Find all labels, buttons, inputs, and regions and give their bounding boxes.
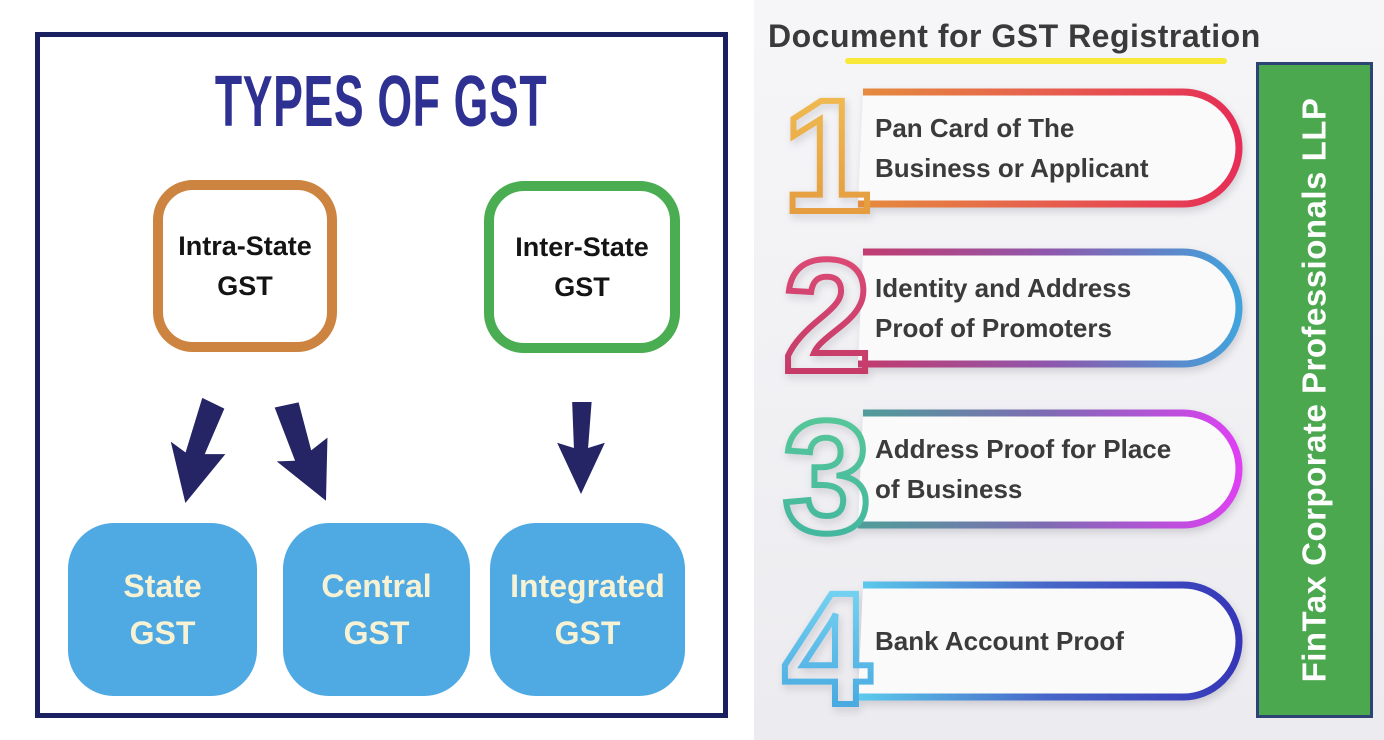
doc-item-2-shape: 2	[780, 244, 1243, 384]
item-number: 1	[783, 84, 872, 224]
item-pill-outline	[858, 248, 1243, 368]
item-pill-outline	[858, 409, 1243, 529]
doc-item-1: 1 Pan Card of The Business or Applicant	[763, 84, 1245, 224]
registration-title: Document for GST Registration	[768, 18, 1261, 54]
item-pill-outline	[858, 88, 1243, 208]
doc-item-4-shape: 4	[780, 577, 1243, 717]
item-label: Address Proof for Place of Business	[875, 433, 1172, 504]
item-label: Pan Card of The Business or Applicant	[875, 112, 1149, 183]
doc-item-2: 2 Identity and Address Proof of Promoter…	[763, 244, 1245, 384]
integrated-gst-box: Integrated GST	[490, 523, 685, 696]
item-pill-outline	[858, 581, 1243, 701]
intra-state-gst-label: Intra-State GST	[178, 230, 312, 302]
fintax-banner-label: FinTax Corporate Professionals LLP	[1295, 97, 1333, 683]
item-label: Bank Account Proof	[875, 625, 1124, 656]
types-of-gst-title-text: TYPES OF GST	[215, 62, 548, 142]
doc-item-1-shape: 1	[780, 84, 1243, 224]
inter-state-gst-box: Inter-State GST	[484, 181, 680, 353]
state-gst-box: State GST	[68, 523, 257, 696]
doc-item-3-shape: 3	[780, 405, 1243, 545]
inter-state-gst-label: Inter-State GST	[515, 231, 649, 303]
integrated-gst-label: Integrated GST	[510, 568, 665, 651]
intra-state-gst-box: Intra-State GST	[153, 180, 337, 352]
arrow-down-left-icon	[170, 397, 226, 503]
item-label: Identity and Address Proof of Promoters	[875, 272, 1132, 343]
doc-item-3: 3 Address Proof for Place of Business	[763, 405, 1245, 545]
doc-item-4: 4 Bank Account Proof	[763, 577, 1245, 717]
central-gst-label: Central GST	[321, 568, 432, 651]
arrow-down-right-icon	[274, 402, 328, 501]
arrow-down-icon	[557, 402, 605, 494]
types-of-gst-diagram: TYPES OF GST Intra-State GST Inter-State…	[35, 32, 728, 718]
title-underline	[845, 58, 1227, 64]
item-number: 3	[783, 405, 872, 545]
item-number: 2	[783, 244, 872, 384]
central-gst-box: Central GST	[283, 523, 470, 696]
state-gst-label: State GST	[123, 568, 202, 651]
fintax-banner: FinTax Corporate Professionals LLP	[1256, 62, 1373, 718]
gst-registration-documents-panel: Document for GST Registration 1	[754, 0, 1384, 740]
item-number: 4	[783, 577, 872, 717]
types-of-gst-title: TYPES OF GST	[40, 62, 723, 142]
